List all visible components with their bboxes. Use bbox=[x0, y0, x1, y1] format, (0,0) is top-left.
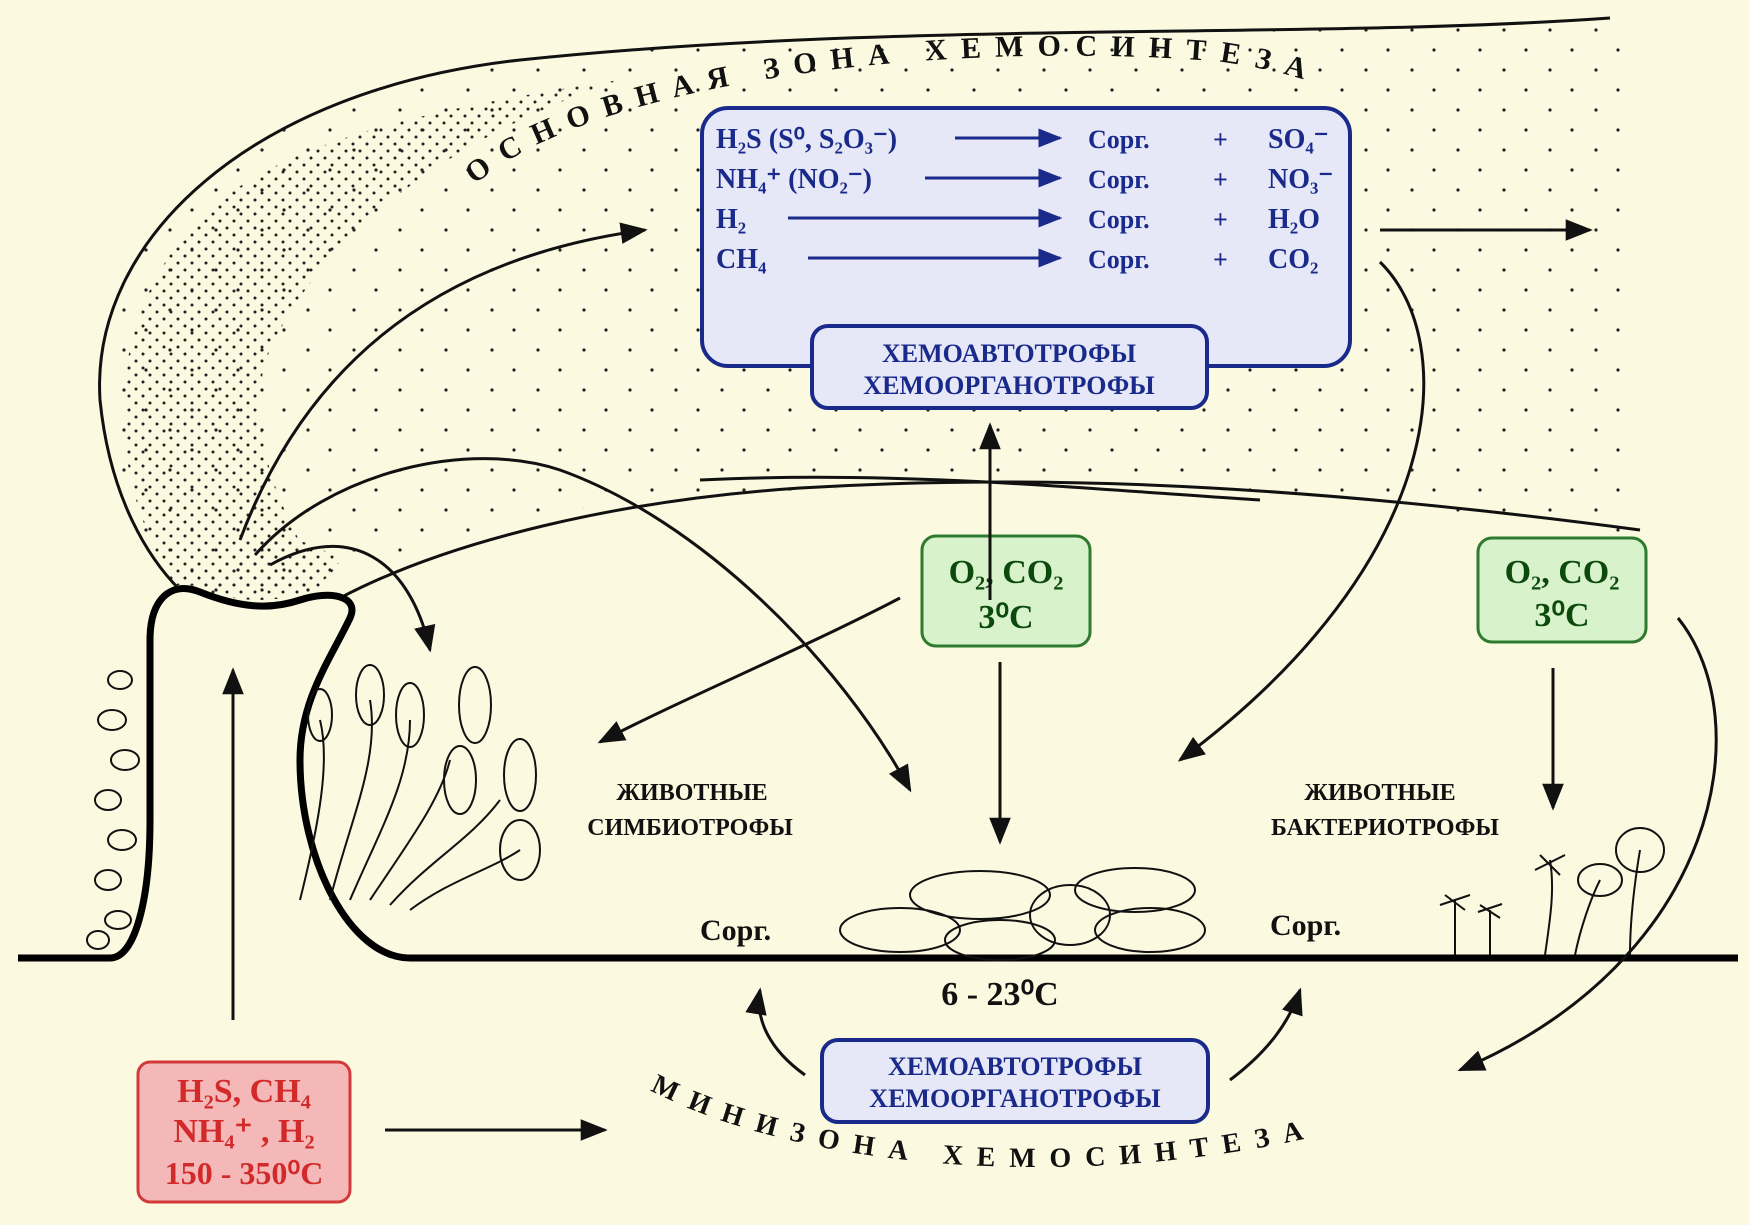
arrow-oxygen-to-symbiotrophs bbox=[600, 598, 900, 742]
reaction-byproduct: NO₃⁻ bbox=[1268, 164, 1333, 195]
animals-symbiotrophs-line1: ЖИВОТНЫЕ bbox=[616, 780, 767, 806]
reaction-reactant: CH₄ bbox=[716, 244, 767, 275]
vent-source-temperature: 150 - 350⁰C bbox=[165, 1155, 324, 1191]
reaction-reactant: H₂S (S⁰, S₂O₃⁻) bbox=[716, 124, 897, 155]
oxygen-left-gases: O₂, CO₂ bbox=[949, 554, 1064, 591]
clams bbox=[840, 868, 1205, 960]
tube-snails-left bbox=[87, 671, 139, 949]
chemoautotrophs-label: ХЕМОАВТОТРОФЫ bbox=[882, 339, 1137, 368]
floor-temperature: 6 - 23⁰C bbox=[941, 976, 1059, 1013]
arrow-minizone-to-corg-left bbox=[759, 990, 805, 1075]
chemoorganotrophs-label: ХЕМООРГАНОТРОФЫ bbox=[863, 371, 1155, 400]
reaction-product: Cорг. bbox=[1088, 245, 1150, 274]
vent-chimney bbox=[18, 589, 1738, 958]
chemoorganotrophs-label-bottom: ХЕМООРГАНОТРОФЫ bbox=[869, 1084, 1161, 1113]
animals-symbiotrophs-line2: СИМБИОТРОФЫ bbox=[587, 815, 793, 841]
reaction-byproduct: H₂O bbox=[1268, 204, 1320, 235]
arrow-minizone-to-corg-right bbox=[1230, 990, 1300, 1080]
animals-bacteriotrophs-line1: ЖИВОТНЫЕ bbox=[1304, 780, 1455, 806]
vent-source-ions: NH₄⁺ , H₂ bbox=[173, 1113, 314, 1150]
reaction-byproduct: CO₂ bbox=[1268, 244, 1318, 275]
arrow-right-down bbox=[1460, 618, 1716, 1070]
reaction-byproduct: SO₄⁻ bbox=[1268, 124, 1329, 155]
small-organisms bbox=[1440, 828, 1664, 955]
reaction-reactant: H₂ bbox=[716, 204, 746, 235]
oxygen-right-temp: 3⁰C bbox=[1534, 597, 1589, 634]
corg-left-label: Cорг. bbox=[700, 914, 771, 947]
animals-bacteriotrophs-line2: БАКТЕРИОТРОФЫ bbox=[1271, 815, 1499, 841]
reaction-plus: + bbox=[1213, 205, 1228, 234]
reaction-product: Cорг. bbox=[1088, 125, 1150, 154]
vent-source-gases: H₂S, CH₄ bbox=[177, 1073, 311, 1110]
reaction-product: Cорг. bbox=[1088, 165, 1150, 194]
chemoautotrophs-label-bottom: ХЕМОАВТОТРОФЫ bbox=[888, 1052, 1143, 1081]
oxygen-right-gases: O₂, CO₂ bbox=[1505, 554, 1620, 591]
reaction-product: Cорг. bbox=[1088, 205, 1150, 234]
tube-worms bbox=[300, 665, 540, 910]
reaction-plus: + bbox=[1213, 165, 1228, 194]
reaction-plus: + bbox=[1213, 245, 1228, 274]
reaction-plus: + bbox=[1213, 125, 1228, 154]
corg-right-label: Cорг. bbox=[1270, 909, 1341, 942]
reaction-reactant: NH₄⁺ (NO₂⁻) bbox=[716, 164, 872, 195]
oxygen-left-temp: 3⁰C bbox=[978, 599, 1033, 636]
